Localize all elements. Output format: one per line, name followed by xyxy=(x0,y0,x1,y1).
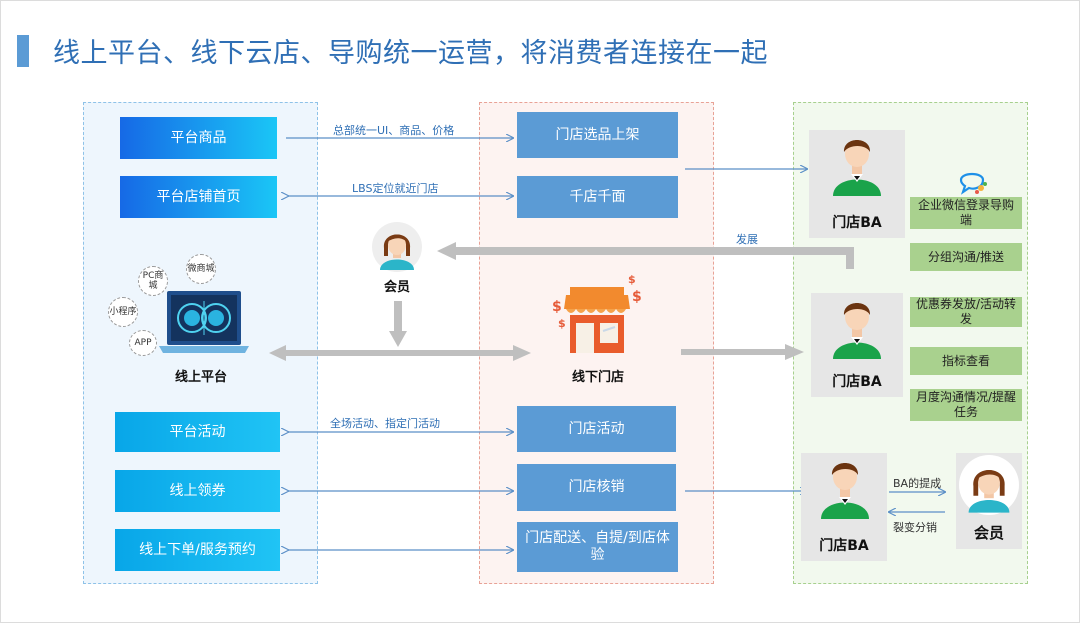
online-platform-label: 线上平台 xyxy=(174,370,227,385)
edge-label-ba-commission: BA的提成 xyxy=(893,477,942,490)
svg-text:$: $ xyxy=(628,273,636,286)
ba-person-icon xyxy=(821,463,869,519)
ba-label-1: 门店BA xyxy=(832,215,882,231)
page-title: 线上平台、线下云店、导购统一运营，将消费者连接在一起 xyxy=(53,38,768,69)
ba-person-icon xyxy=(833,140,881,196)
edge-label-develop: 发展 xyxy=(736,233,758,246)
channel-app: APP xyxy=(129,330,157,356)
member-avatar-icon xyxy=(959,455,1019,515)
feature-wechat-login: 企业微信登录导购端 xyxy=(910,197,1022,229)
thick-arrow-member-down xyxy=(389,301,407,347)
wechat-work-icon xyxy=(959,172,987,195)
svg-text:$: $ xyxy=(558,317,566,330)
offline-store-label: 线下门店 xyxy=(571,370,624,385)
edge-label-lbs: LBS定位就近门店 xyxy=(352,182,439,195)
member-label-right: 会员 xyxy=(973,524,1004,542)
channel-pc-mall: PC商城 xyxy=(138,266,168,296)
ba-card-2: 门店BA xyxy=(811,293,903,397)
thick-arrow-develop xyxy=(437,242,854,269)
store-activity-box: 门店活动 xyxy=(517,406,676,452)
member-avatar-icon xyxy=(372,222,422,272)
store-selection-box: 门店选品上架 xyxy=(517,112,678,158)
feature-metrics: 指标查看 xyxy=(910,347,1022,375)
channel-mini-program: 小程序 xyxy=(108,297,138,327)
platform-activity-box: 平台活动 xyxy=(115,412,280,452)
ba-card-1: 门店BA xyxy=(809,130,905,238)
feature-monthly-reminder: 月度沟通情况/提醒任务 xyxy=(910,389,1022,421)
edge-label-activity: 全场活动、指定门活动 xyxy=(330,417,440,430)
thick-arrow-platform-store xyxy=(269,345,531,361)
channel-wechat-mall: 微商城 xyxy=(186,254,216,284)
member-card-right: 会员 xyxy=(956,453,1022,549)
thick-arrow-store-ba xyxy=(681,344,804,360)
ba-label-2: 门店BA xyxy=(832,374,882,390)
store-delivery-box: 门店配送、自提/到店体验 xyxy=(517,522,678,572)
edge-label-fission: 裂变分销 xyxy=(893,521,937,534)
title-accent-bar xyxy=(17,35,29,67)
platform-store-home-box: 平台店铺首页 xyxy=(120,176,277,218)
online-order-box: 线上下单/服务预约 xyxy=(115,529,280,571)
laptop-icon xyxy=(159,291,249,353)
ba-label-3: 门店BA xyxy=(819,538,869,554)
edge-label-unified-ui: 总部统一UI、商品、价格 xyxy=(333,124,455,137)
ba-card-3: 门店BA xyxy=(801,453,887,561)
store-icon: $ $ $ $ xyxy=(552,273,642,353)
svg-text:$: $ xyxy=(552,299,562,315)
ba-person-icon xyxy=(833,303,881,359)
platform-goods-box: 平台商品 xyxy=(120,117,277,159)
feature-coupon-forward: 优惠券发放/活动转发 xyxy=(910,297,1022,327)
svg-text:$: $ xyxy=(632,289,642,305)
online-coupon-box: 线上领券 xyxy=(115,470,280,512)
feature-group-push: 分组沟通/推送 xyxy=(910,243,1022,271)
store-verification-box: 门店核销 xyxy=(517,464,676,511)
thousand-stores-box: 千店千面 xyxy=(517,176,678,218)
member-label-middle: 会员 xyxy=(383,280,410,295)
